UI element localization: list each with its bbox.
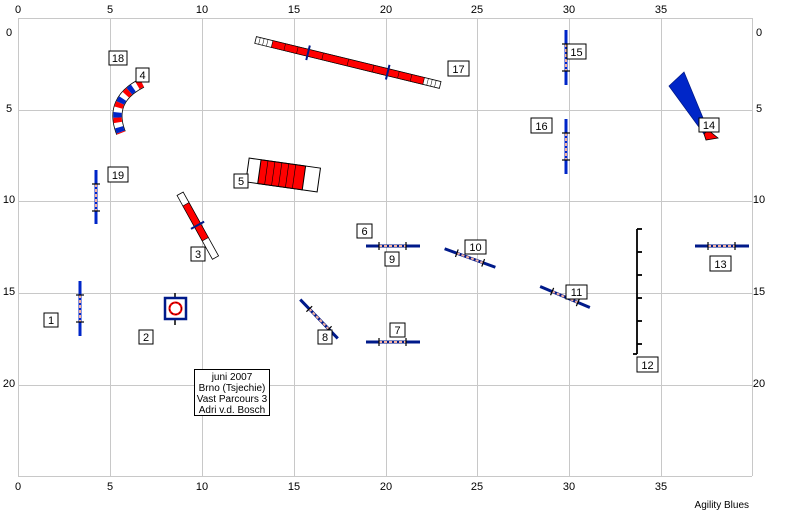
label-18-text: 18 [112,53,124,65]
x-tick-bottom: 20 [380,481,392,493]
obstacle-4-tunnel [112,78,145,135]
y-tick-left: 0 [6,27,12,39]
label-17-text: 17 [452,64,464,76]
y-tick-right: 0 [756,27,762,39]
label-13-text: 13 [714,259,726,271]
info-author: Adri v.d. Bosch [199,405,266,416]
x-tick-top: 15 [288,4,300,16]
x-axis-bottom: 0 5 10 15 20 25 30 35 [15,481,667,493]
obstacle-1-jump [76,281,84,336]
label-17: 17 [447,60,470,77]
credit-text: Agility Blues [695,500,749,511]
label-12-text: 12 [641,360,653,372]
label-18: 18 [108,50,128,66]
label-3-text: 3 [195,249,201,261]
label-5-text: 5 [238,176,244,188]
obstacle-13-jump [695,242,749,250]
obstacle-5-collapsed-tunnel [245,157,322,193]
x-tick-top: 0 [15,4,21,16]
label-2: 2 [138,329,154,345]
label-6: 6 [356,223,373,239]
label-9: 9 [384,251,400,267]
label-14-text: 14 [703,120,715,132]
info-course: Vast Parcours 3 [197,394,268,405]
number-labels: 18 4 17 15 16 14 19 5 [43,43,732,373]
x-tick-top: 5 [107,4,113,16]
label-9-text: 9 [389,254,395,266]
obstacle-11-jump [539,285,591,309]
x-tick-top: 10 [196,4,208,16]
label-4: 4 [135,67,150,83]
y-tick-left: 5 [6,103,12,115]
label-11: 11 [565,284,588,300]
y-tick-right: 15 [753,286,765,298]
label-16: 16 [530,117,553,134]
course-info-box: juni 2007 Brno (Tsjechie) Vast Parcours … [194,369,270,416]
label-15: 15 [566,43,587,60]
label-7: 7 [389,322,406,338]
info-place: Brno (Tsjechie) [199,383,266,394]
info-date: juni 2007 [211,372,253,383]
label-19: 19 [107,166,129,183]
obstacle-12-weave-poles [633,228,642,355]
x-tick-bottom: 30 [563,481,575,493]
y-tick-left: 15 [3,286,15,298]
x-axis-top: 0 5 10 15 20 25 30 35 [15,4,667,16]
label-15-text: 15 [570,47,582,59]
label-3: 3 [190,246,206,262]
y-tick-left: 20 [3,378,15,390]
x-tick-bottom: 5 [107,481,113,493]
x-tick-top: 20 [380,4,392,16]
label-14: 14 [698,117,720,133]
x-tick-bottom: 10 [196,481,208,493]
label-11-text: 11 [571,287,582,299]
label-7-text: 7 [394,325,400,337]
label-1-text: 1 [48,315,54,327]
x-tick-bottom: 25 [471,481,483,493]
obstacle-16-jump [562,119,570,174]
label-1: 1 [43,312,59,328]
label-13: 13 [709,255,732,272]
label-5: 5 [233,173,249,189]
label-4-text: 4 [139,70,145,82]
x-tick-bottom: 35 [655,481,667,493]
y-tick-right: 20 [753,378,765,390]
x-tick-top: 30 [563,4,575,16]
label-6-text: 6 [361,226,367,238]
label-8: 8 [317,329,333,345]
label-16-text: 16 [535,121,547,133]
label-12: 12 [636,356,659,373]
label-10-text: 10 [469,242,481,254]
y-tick-right: 10 [753,194,765,206]
y-tick-left: 10 [3,194,15,206]
label-10: 10 [464,239,487,255]
x-tick-bottom: 0 [15,481,21,493]
x-tick-top: 35 [655,4,667,16]
label-19-text: 19 [112,170,124,182]
obstacle-10-jump [444,247,496,269]
y-axis-left: 0 5 10 15 20 [3,27,15,390]
obstacle-7-jump [366,338,420,346]
x-tick-bottom: 15 [288,481,300,493]
y-axis-right: 0 5 10 15 20 [753,27,765,390]
obstacle-3-seesaw [176,191,220,260]
y-tick-right: 5 [756,103,762,115]
label-8-text: 8 [322,332,328,344]
obstacle-9-jump [366,242,420,250]
obstacle-2-tire [163,293,188,325]
obstacle-19-jump [92,170,100,224]
obstacle-17-dogwalk [254,36,442,89]
label-2-text: 2 [143,332,149,344]
obstacle-15-jump [562,30,570,85]
x-tick-top: 25 [471,4,483,16]
